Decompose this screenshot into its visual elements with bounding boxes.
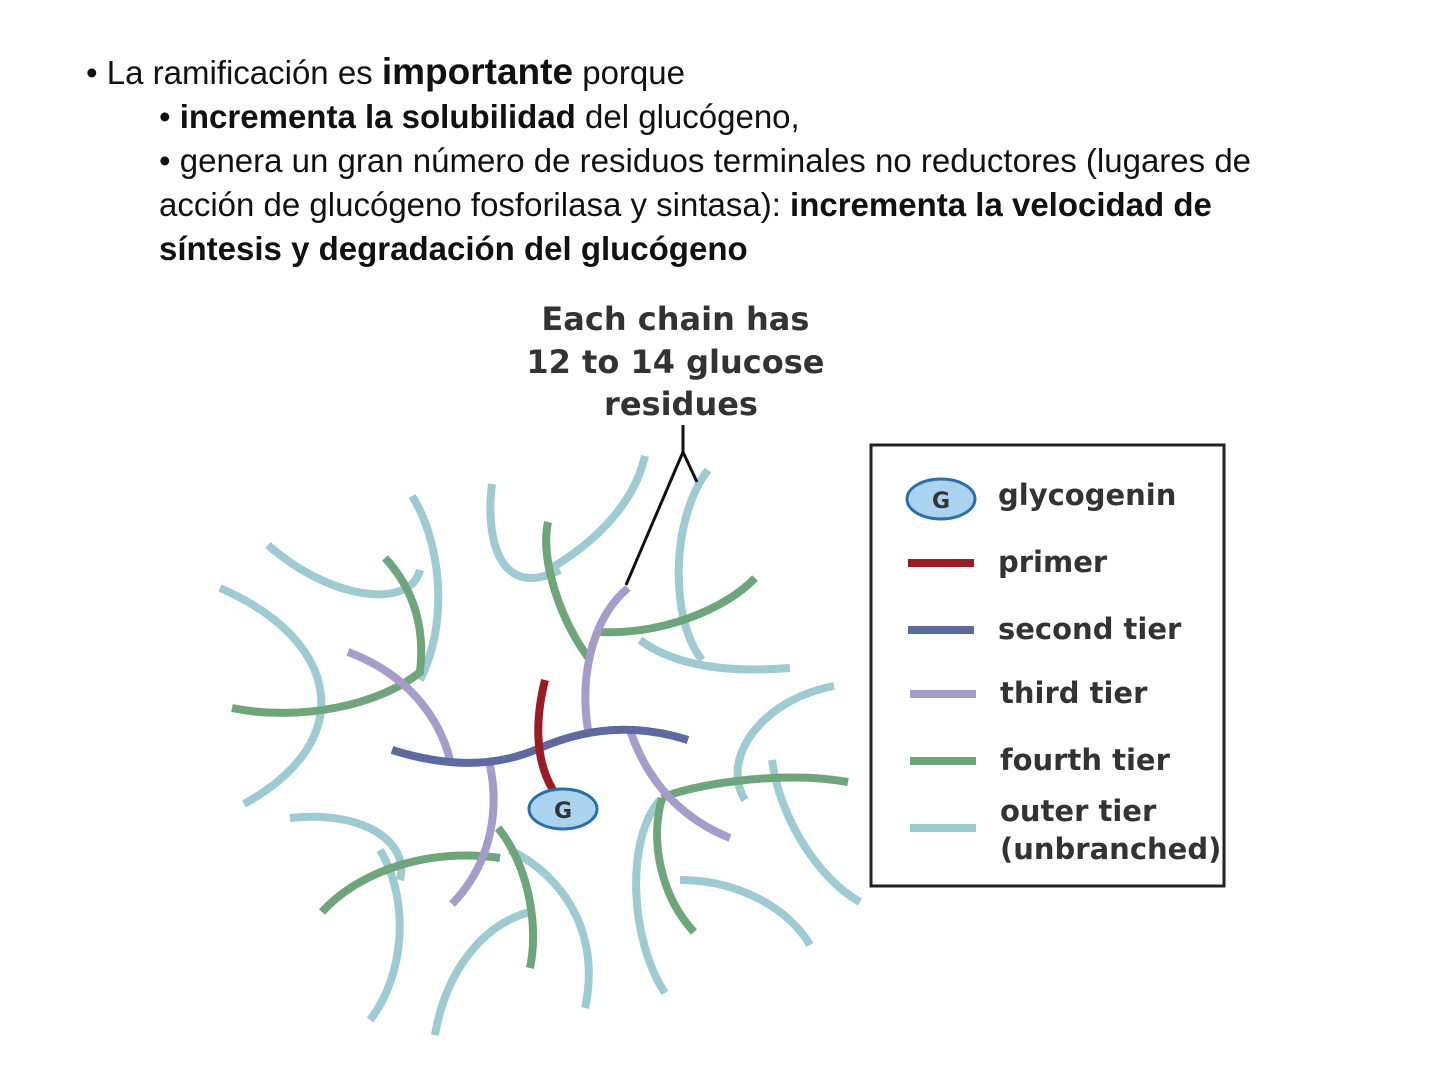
third-chain <box>346 648 454 761</box>
outer-chain <box>546 455 649 574</box>
bullet-3-text-2: acción de glucógeno fosforilasa y sintas… <box>159 186 791 223</box>
bullet-1: • La ramificación es importante porque <box>86 51 685 92</box>
legend-item-second-tier: second tier <box>908 612 1182 646</box>
fourth-chain <box>660 773 849 802</box>
outer-chain <box>218 584 326 808</box>
outer-chain <box>431 908 532 1036</box>
annotation-bracket <box>624 425 699 586</box>
bullet-3-text: genera un gran número de residuos termin… <box>179 142 1252 179</box>
legend-label: primer <box>998 545 1108 579</box>
outer-chain <box>733 682 835 803</box>
legend-label: (unbranched) <box>1000 832 1221 866</box>
fourth-tier-chains <box>231 521 849 969</box>
bullet-3-emphasis-2: síntesis y degradación del glucógeno <box>159 230 748 267</box>
outer-chain <box>674 467 712 663</box>
legend-label: glycogenin <box>998 478 1176 512</box>
outer-chain <box>486 483 562 582</box>
outer-chain <box>637 636 791 674</box>
fourth-chain <box>319 851 501 915</box>
fourth-chain <box>599 575 758 637</box>
primer-chain <box>534 679 557 793</box>
fourth-chain <box>542 521 594 663</box>
annotation-text: Each chain has 12 to 14 glucose residues <box>526 300 835 423</box>
outer-chain <box>632 797 669 996</box>
glycogenin-core-label: G <box>554 799 572 824</box>
bullet-2: • incrementa la solubilidad del glucógen… <box>159 98 800 135</box>
outer-chain <box>408 493 443 682</box>
outer-chain <box>265 542 424 599</box>
fourth-chain <box>653 796 697 935</box>
third-chain <box>449 756 498 907</box>
bullet-2-emphasis: incrementa la solubilidad <box>179 98 576 135</box>
outer-chain <box>679 876 814 948</box>
glycogenin-swatch <box>905 477 977 521</box>
third-tier-chains <box>346 584 732 907</box>
legend-item-fourth-tier: fourth tier <box>910 743 1171 777</box>
third-chain <box>581 584 631 731</box>
legend-item-third-tier: third tier <box>910 676 1148 710</box>
third-chain <box>626 728 732 842</box>
glycogenin-swatch-label: G <box>932 489 950 514</box>
fourth-chain <box>494 825 538 969</box>
bullet-3-line-2: acción de glucógeno fosforilasa y sintas… <box>86 183 1406 227</box>
glycogenin-core: G <box>527 787 599 831</box>
bullet-1-emphasis: importante <box>381 51 574 92</box>
legend-label: outer tier <box>1000 794 1157 828</box>
legend-label: fourth tier <box>1000 743 1171 777</box>
legend-label: second tier <box>998 612 1182 646</box>
bullet-3-emphasis: incrementa la velocidad de <box>790 186 1212 223</box>
legend-item-outer-tier: outer tier (unbranched) <box>910 794 1221 866</box>
bullet-2-text: del glucógeno, <box>575 98 800 135</box>
legend-item-glycogenin: G glycogenin <box>905 477 1176 521</box>
bullet-3-line-1: • genera un gran número de residuos term… <box>159 142 1252 179</box>
fourth-chain <box>231 555 426 717</box>
outer-chain <box>508 846 593 1009</box>
legend-item-primer: primer <box>908 545 1108 579</box>
bullet-3-line-3: síntesis y degradación del glucógeno <box>86 227 1406 271</box>
bullet-1-tail: porque <box>573 54 685 91</box>
legend-label: third tier <box>1000 676 1148 710</box>
slide-text: • La ramificación es importante porque •… <box>86 50 1406 271</box>
legend: G glycogenin primer second tier third ti… <box>869 443 1226 888</box>
bullet-1-text: La ramificación es <box>106 54 382 91</box>
outer-tier-chains <box>218 455 862 1036</box>
